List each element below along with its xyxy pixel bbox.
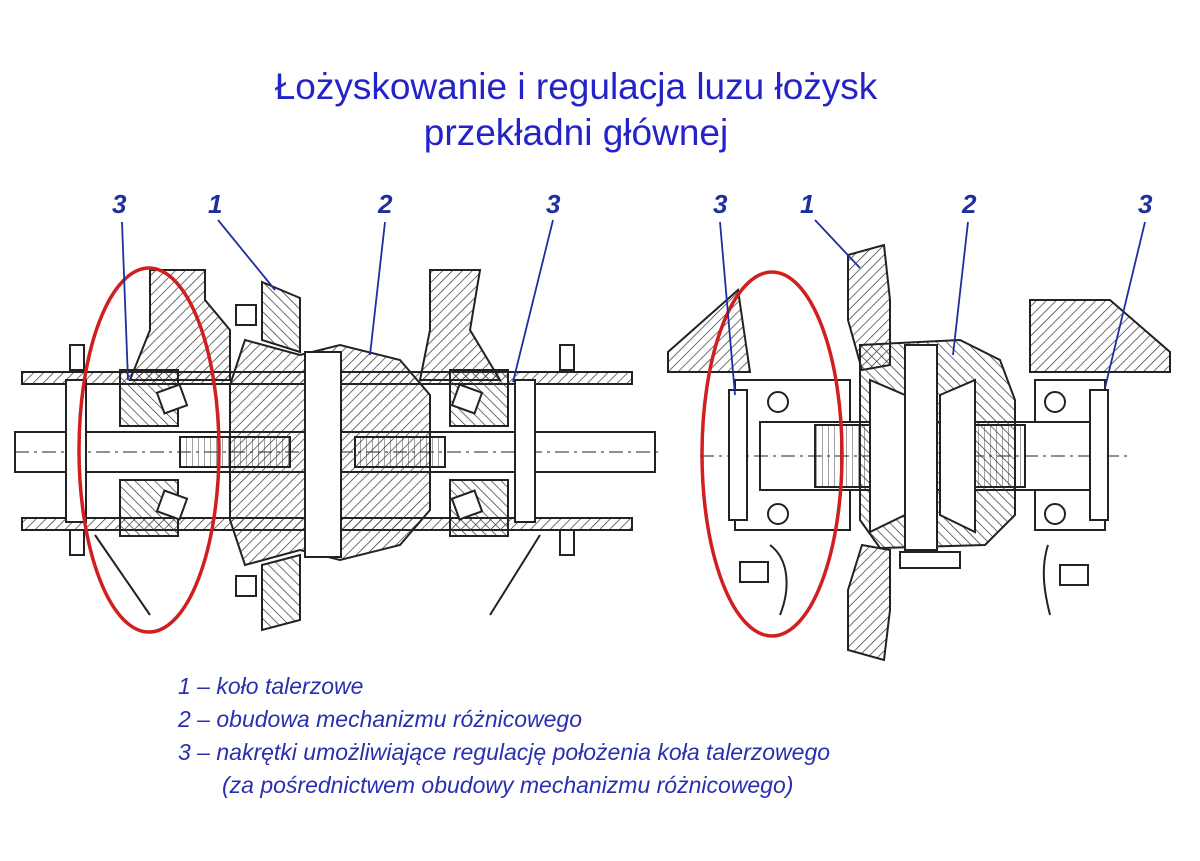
right-ball-1 <box>767 391 789 413</box>
left-roller-2 <box>155 489 189 521</box>
right-lock-wire-right <box>1042 544 1051 616</box>
right-leader-lines <box>719 219 1146 396</box>
right-adjusting-nut-right <box>1089 389 1109 521</box>
right-ball-2 <box>767 503 789 525</box>
left-spline-right <box>354 436 446 468</box>
left-callout-3b: 3 <box>546 189 561 219</box>
left-callout-2: 2 <box>378 189 393 219</box>
left-cross-pin <box>304 351 342 558</box>
left-stud-2 <box>69 529 85 556</box>
left-housing-lower-left <box>94 534 151 616</box>
right-cross-pin <box>904 344 938 551</box>
left-roller-3 <box>450 383 484 415</box>
left-housing-lower-right <box>489 534 541 616</box>
legend-item-2: 2 – obudowa mechanizmu różnicowego <box>178 706 583 732</box>
left-roller-4 <box>450 489 484 521</box>
right-ring-gear-bottom <box>847 543 891 662</box>
left-differential-drawing <box>14 269 660 632</box>
left-highlight-ring <box>77 266 221 634</box>
legend-item-1: 1 – koło talerzowe <box>178 673 364 699</box>
title-line-1: Łożyskowanie i regulacja luzu łożysk <box>274 66 878 107</box>
left-callout-3a: 3 <box>112 189 127 219</box>
left-adjusting-nut-right <box>514 379 536 523</box>
right-shim <box>899 551 961 569</box>
right-callout-3a: 3 <box>713 189 728 219</box>
left-ring-gear-top <box>261 280 301 354</box>
left-spline-left <box>179 436 291 468</box>
right-ball-4 <box>1044 503 1066 525</box>
right-ball-3 <box>1044 391 1066 413</box>
left-housing-web-left <box>128 269 231 381</box>
left-stud-4 <box>559 529 575 556</box>
left-ring-bolt-1 <box>235 304 257 326</box>
right-callout-2: 2 <box>962 189 977 219</box>
left-stud-1 <box>69 344 85 371</box>
right-callout-1: 1 <box>800 189 815 219</box>
right-flange-left <box>667 288 752 373</box>
left-ring-bolt-2 <box>235 575 257 597</box>
right-adjusting-nut-left <box>728 389 748 521</box>
right-highlight-ring <box>700 270 844 638</box>
right-lock-wire-left <box>769 544 788 616</box>
left-leader-lines <box>121 219 554 383</box>
left-ring-gear-bottom <box>261 553 301 632</box>
right-flange-right <box>1029 299 1171 373</box>
legend: 1 – koło talerzowe 2 – obudowa mechanizm… <box>178 670 830 802</box>
left-stud-3 <box>559 344 575 371</box>
left-roller-1 <box>155 383 189 415</box>
right-lock-bolt-left <box>739 561 769 583</box>
right-side-gear-left <box>869 378 906 534</box>
left-callout-1: 1 <box>208 189 223 219</box>
legend-item-3-continuation: (za pośrednictwem obudowy mechanizmu róż… <box>222 772 794 798</box>
right-callout-3b: 3 <box>1138 189 1153 219</box>
title-line-2: przekładni głównej <box>423 112 729 153</box>
right-side-gear-right <box>939 378 976 534</box>
right-differential-drawing <box>667 243 1171 662</box>
page-title: Łożyskowanie i regulacja luzu łożysk prz… <box>0 64 1152 156</box>
legend-item-3: 3 – nakrętki umożliwiające regulację poł… <box>178 739 831 765</box>
right-lock-bolt-right <box>1059 564 1089 586</box>
left-housing-web-right <box>418 269 502 381</box>
